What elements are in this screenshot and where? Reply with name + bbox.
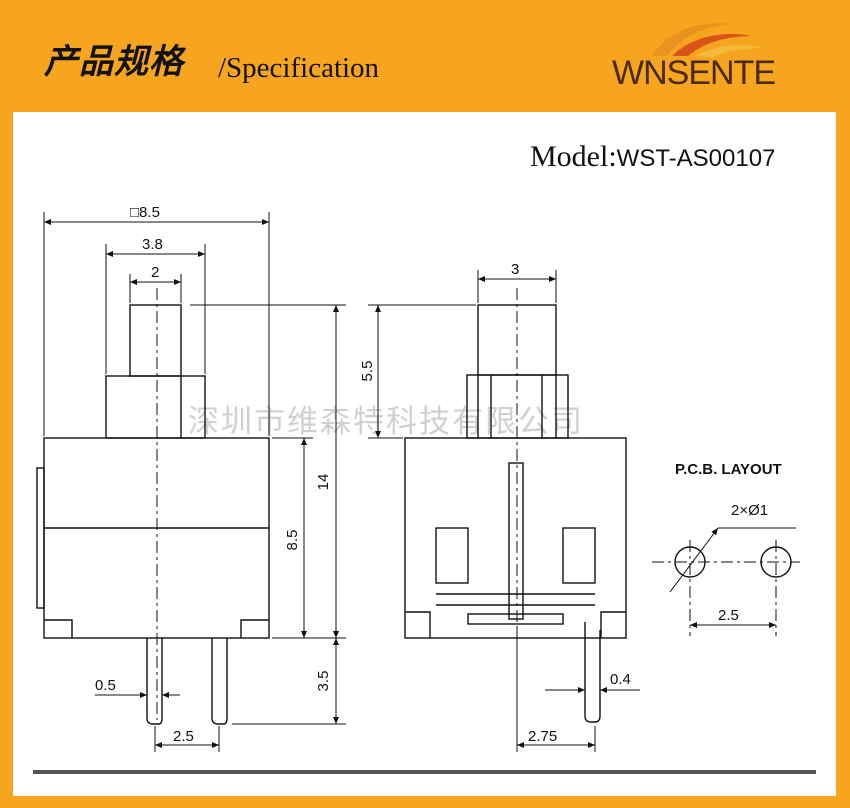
dim-side-actuator-width: 3 — [511, 261, 519, 278]
model-label: Model:WST-AS00107 — [530, 140, 775, 174]
drawing-panel — [13, 112, 836, 796]
dim-pin-pitch: 2.5 — [173, 728, 194, 745]
dim-actuator-width: 2 — [151, 264, 159, 281]
footer-divider — [33, 770, 816, 774]
model-number: WST-AS00107 — [616, 145, 776, 172]
dim-actuator-base-width: 3.8 — [142, 236, 163, 253]
dim-pin-width: 0.5 — [95, 677, 116, 694]
dim-pin-length: 3.5 — [315, 671, 332, 692]
dim-side-pin-width: 0.4 — [610, 671, 631, 688]
pcb-layout-title: P.C.B. LAYOUT — [675, 461, 782, 478]
dim-hole-pitch: 2.5 — [718, 607, 739, 624]
brand-logo-icon — [652, 23, 762, 58]
front-view — [36, 288, 270, 725]
dim-actuator-travel: 5.5 — [359, 361, 376, 382]
header-title-cn: 产品规格 — [44, 42, 184, 82]
dim-body-width: □8.5 — [130, 204, 160, 221]
pcb-layout — [652, 527, 800, 636]
brand-name: WNSENTE — [612, 54, 776, 92]
dim-total-height: 14 — [315, 474, 332, 491]
dim-body-height: 8.5 — [284, 530, 301, 551]
dim-hole-spec: 2×Ø1 — [731, 502, 768, 519]
company-watermark: 深圳市维森特科技有限公司 — [188, 404, 584, 440]
header-title-en: /Specification — [218, 52, 380, 84]
model-prefix: Model: — [530, 140, 617, 173]
side-view — [404, 288, 627, 723]
dim-side-pin-offset: 2.75 — [528, 728, 557, 745]
